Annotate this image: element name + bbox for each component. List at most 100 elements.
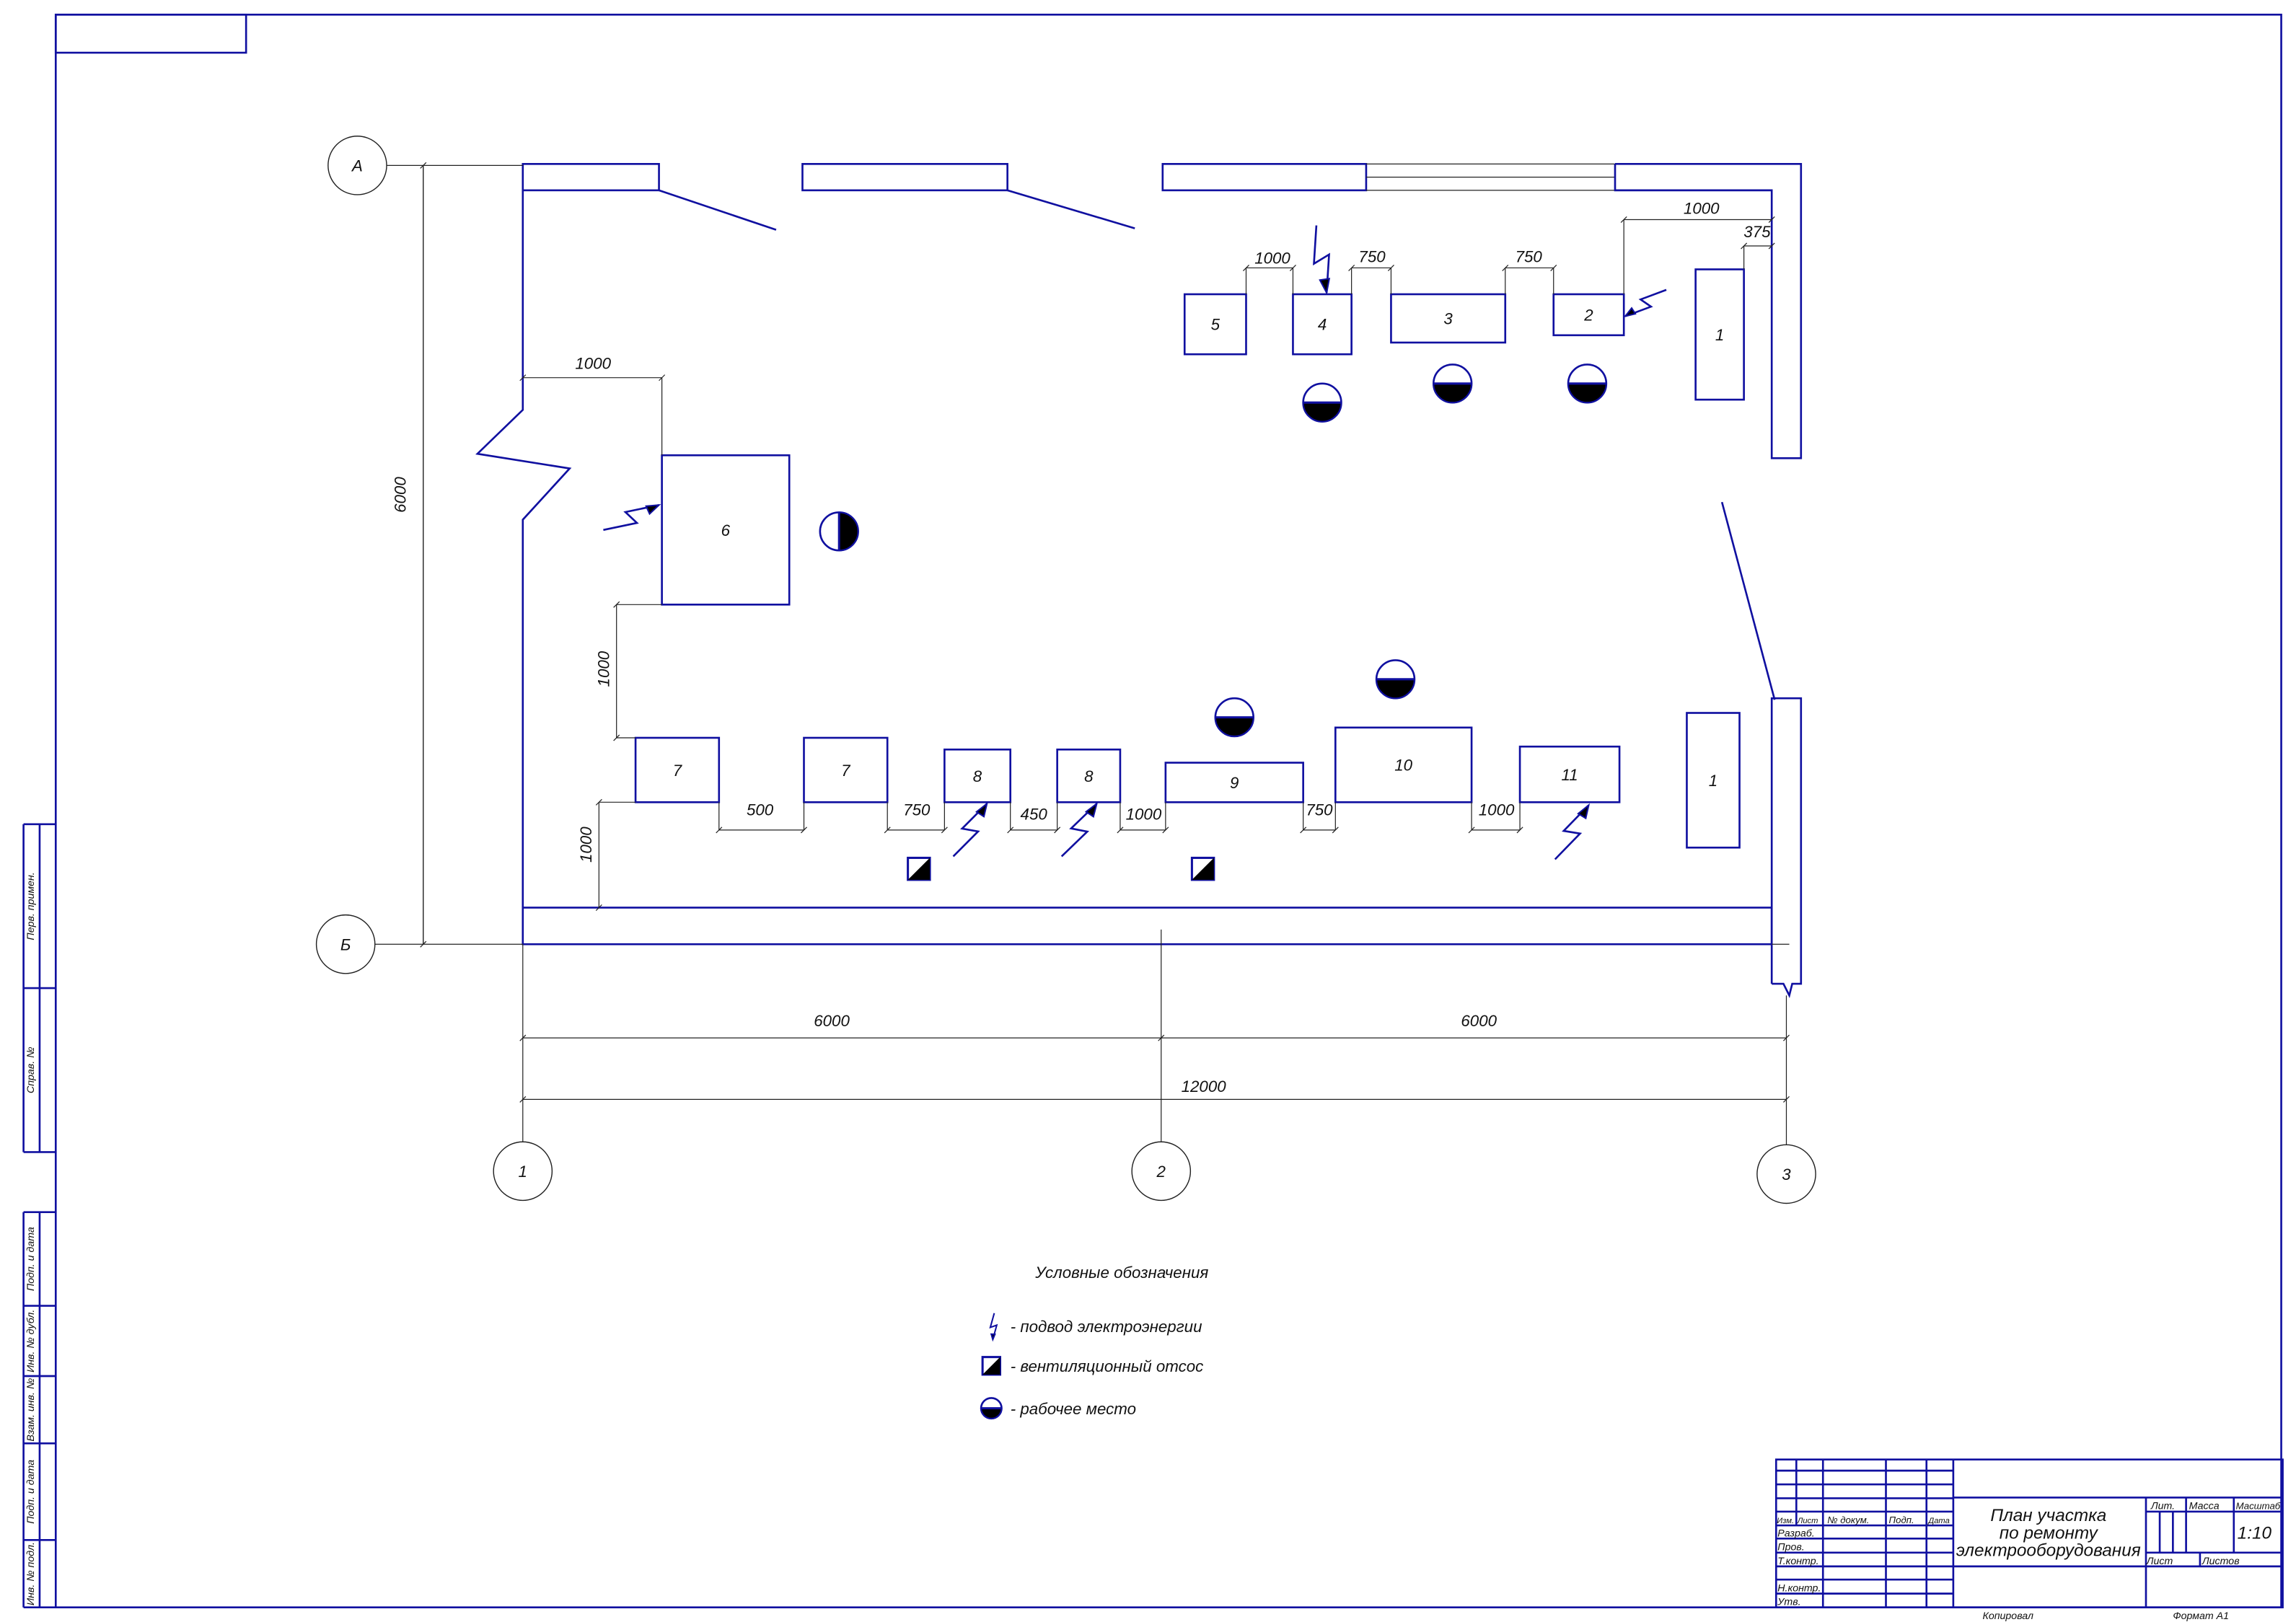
equipment-number: 8 xyxy=(1084,767,1094,785)
dimension-tick xyxy=(1117,827,1124,834)
sheets-label: Листов xyxy=(2202,1556,2240,1567)
axis-3-label: 3 xyxy=(1782,1165,1791,1184)
equipment-number: 9 xyxy=(1230,774,1239,792)
scale-label: Масштаб xyxy=(2236,1501,2281,1512)
equipment-number: 1 xyxy=(1715,326,1724,344)
dimension-label: 6000 xyxy=(1461,1012,1497,1030)
dimension-label: 1000 xyxy=(1254,249,1290,267)
dimension-tick xyxy=(1741,242,1748,250)
workplace-icon xyxy=(819,511,859,552)
side-stamp-label: Перв. примен. xyxy=(25,872,37,940)
legend-title: Условные обозначения xyxy=(1034,1264,1208,1282)
equipment-number: 1 xyxy=(1709,772,1717,790)
dimension-tick xyxy=(1158,1034,1165,1041)
axis-3-bubble xyxy=(1756,1144,1816,1204)
dimension-label: 375 xyxy=(1743,223,1771,241)
equipment-box xyxy=(634,736,721,803)
equipment-box xyxy=(661,454,791,606)
sheet-label: Лист xyxy=(2146,1556,2173,1567)
dimension-tick xyxy=(1516,827,1523,834)
dimension-tick xyxy=(1289,264,1296,271)
equipment-number: 3 xyxy=(1443,310,1453,328)
power-supply-icon xyxy=(1060,801,1099,858)
dimension-label: 6000 xyxy=(814,1012,850,1030)
workplace-icon xyxy=(1375,659,1416,700)
format-label: Формат А1 xyxy=(2173,1610,2229,1622)
equipment-number: 6 xyxy=(721,521,731,539)
dimension-tick xyxy=(595,904,602,911)
header-doc: № докум. xyxy=(1827,1515,1869,1525)
dimension-tick xyxy=(659,374,666,382)
power-supply-icon xyxy=(1554,803,1591,860)
side-stamp-label: Взам. инв. № xyxy=(25,1378,37,1442)
sheet-frame xyxy=(22,13,2282,1609)
dimension-tick xyxy=(1243,264,1249,271)
dimension-tick xyxy=(1387,264,1394,271)
workplace-icon xyxy=(1567,363,1608,404)
role-checker: Пров. xyxy=(1777,1542,1804,1553)
dimension-label: 750 xyxy=(1306,801,1333,819)
legend-label-workplace: - рабочее место xyxy=(1011,1400,1136,1418)
dimension-tick xyxy=(519,1034,527,1041)
dimension-tick xyxy=(1054,827,1061,834)
dimension-tick xyxy=(1782,1096,1790,1103)
equipment-box xyxy=(1183,293,1247,356)
legend-label-power: - подвод электроэнергии xyxy=(1011,1318,1202,1336)
drawing-title-line-1: План участка xyxy=(1990,1506,2106,1525)
dimension-tick xyxy=(1300,827,1307,834)
dimension-tick xyxy=(1468,827,1475,834)
dimension-tick xyxy=(1332,827,1339,834)
dimension-label: 6000 xyxy=(391,477,409,513)
dimension-tick xyxy=(1768,242,1775,250)
legend: Условные обозначения - подвод электроэне… xyxy=(980,1264,1208,1420)
role-norm-control: Н.контр. xyxy=(1777,1582,1821,1594)
dimension-label: 750 xyxy=(1516,247,1543,265)
dimension-tick xyxy=(1348,264,1355,271)
equipment-box xyxy=(1694,268,1745,401)
dimension-label: 1000 xyxy=(1126,806,1162,824)
side-stamp-label: Справ. № xyxy=(25,1047,37,1093)
dimension-label: 500 xyxy=(747,801,774,819)
dimension-tick xyxy=(1782,1034,1790,1041)
dimension-tick xyxy=(1007,827,1014,834)
dimension-tick xyxy=(941,827,948,834)
equipment-number: 11 xyxy=(1561,766,1578,784)
equipment-number: 8 xyxy=(973,767,982,785)
header-date: Дата xyxy=(1927,1517,1949,1525)
side-stamp-label: Подп. и дата xyxy=(25,1227,37,1291)
title-block xyxy=(1774,1458,2284,1609)
workplace-icon xyxy=(1432,363,1473,404)
copied-label: Копировал xyxy=(1982,1610,2033,1622)
dimension-tick xyxy=(1162,827,1169,834)
workplace-icon xyxy=(1214,697,1254,738)
equipment-number: 5 xyxy=(1211,316,1220,334)
dimension-label: 1000 xyxy=(1479,801,1515,819)
dimension-label: 1000 xyxy=(595,651,613,687)
dimension-tick xyxy=(801,827,807,834)
equipment-number: 10 xyxy=(1394,757,1412,775)
side-stamp-label: Инв. № подл. xyxy=(25,1542,37,1605)
power-supply-icon xyxy=(989,1313,998,1342)
dimension-tick xyxy=(1768,216,1775,223)
axis-a-bubble xyxy=(327,136,387,195)
dimension-label: 1000 xyxy=(1684,199,1720,217)
dimension-tick xyxy=(1620,216,1627,223)
role-tech-control: Т.контр. xyxy=(1777,1556,1818,1567)
mass-label: Масса xyxy=(2189,1501,2220,1512)
role-developer: Разраб. xyxy=(1777,1528,1814,1539)
axis-a-label: А xyxy=(351,157,363,175)
ventilation-icon xyxy=(907,856,931,881)
power-supply-icon xyxy=(952,801,988,858)
header-podp: Подп. xyxy=(1889,1515,1914,1525)
equipment-number: 2 xyxy=(1583,307,1593,325)
axis-b-bubble xyxy=(315,914,376,974)
equipment-number: 7 xyxy=(673,762,683,780)
scale-value: 1:10 xyxy=(2238,1523,2272,1543)
dimension-tick xyxy=(1550,264,1557,271)
dimension-label: 1000 xyxy=(575,355,611,373)
dimension-tick xyxy=(716,827,723,834)
equipment-box xyxy=(1334,726,1473,803)
axis-2-bubble xyxy=(1131,1141,1192,1202)
